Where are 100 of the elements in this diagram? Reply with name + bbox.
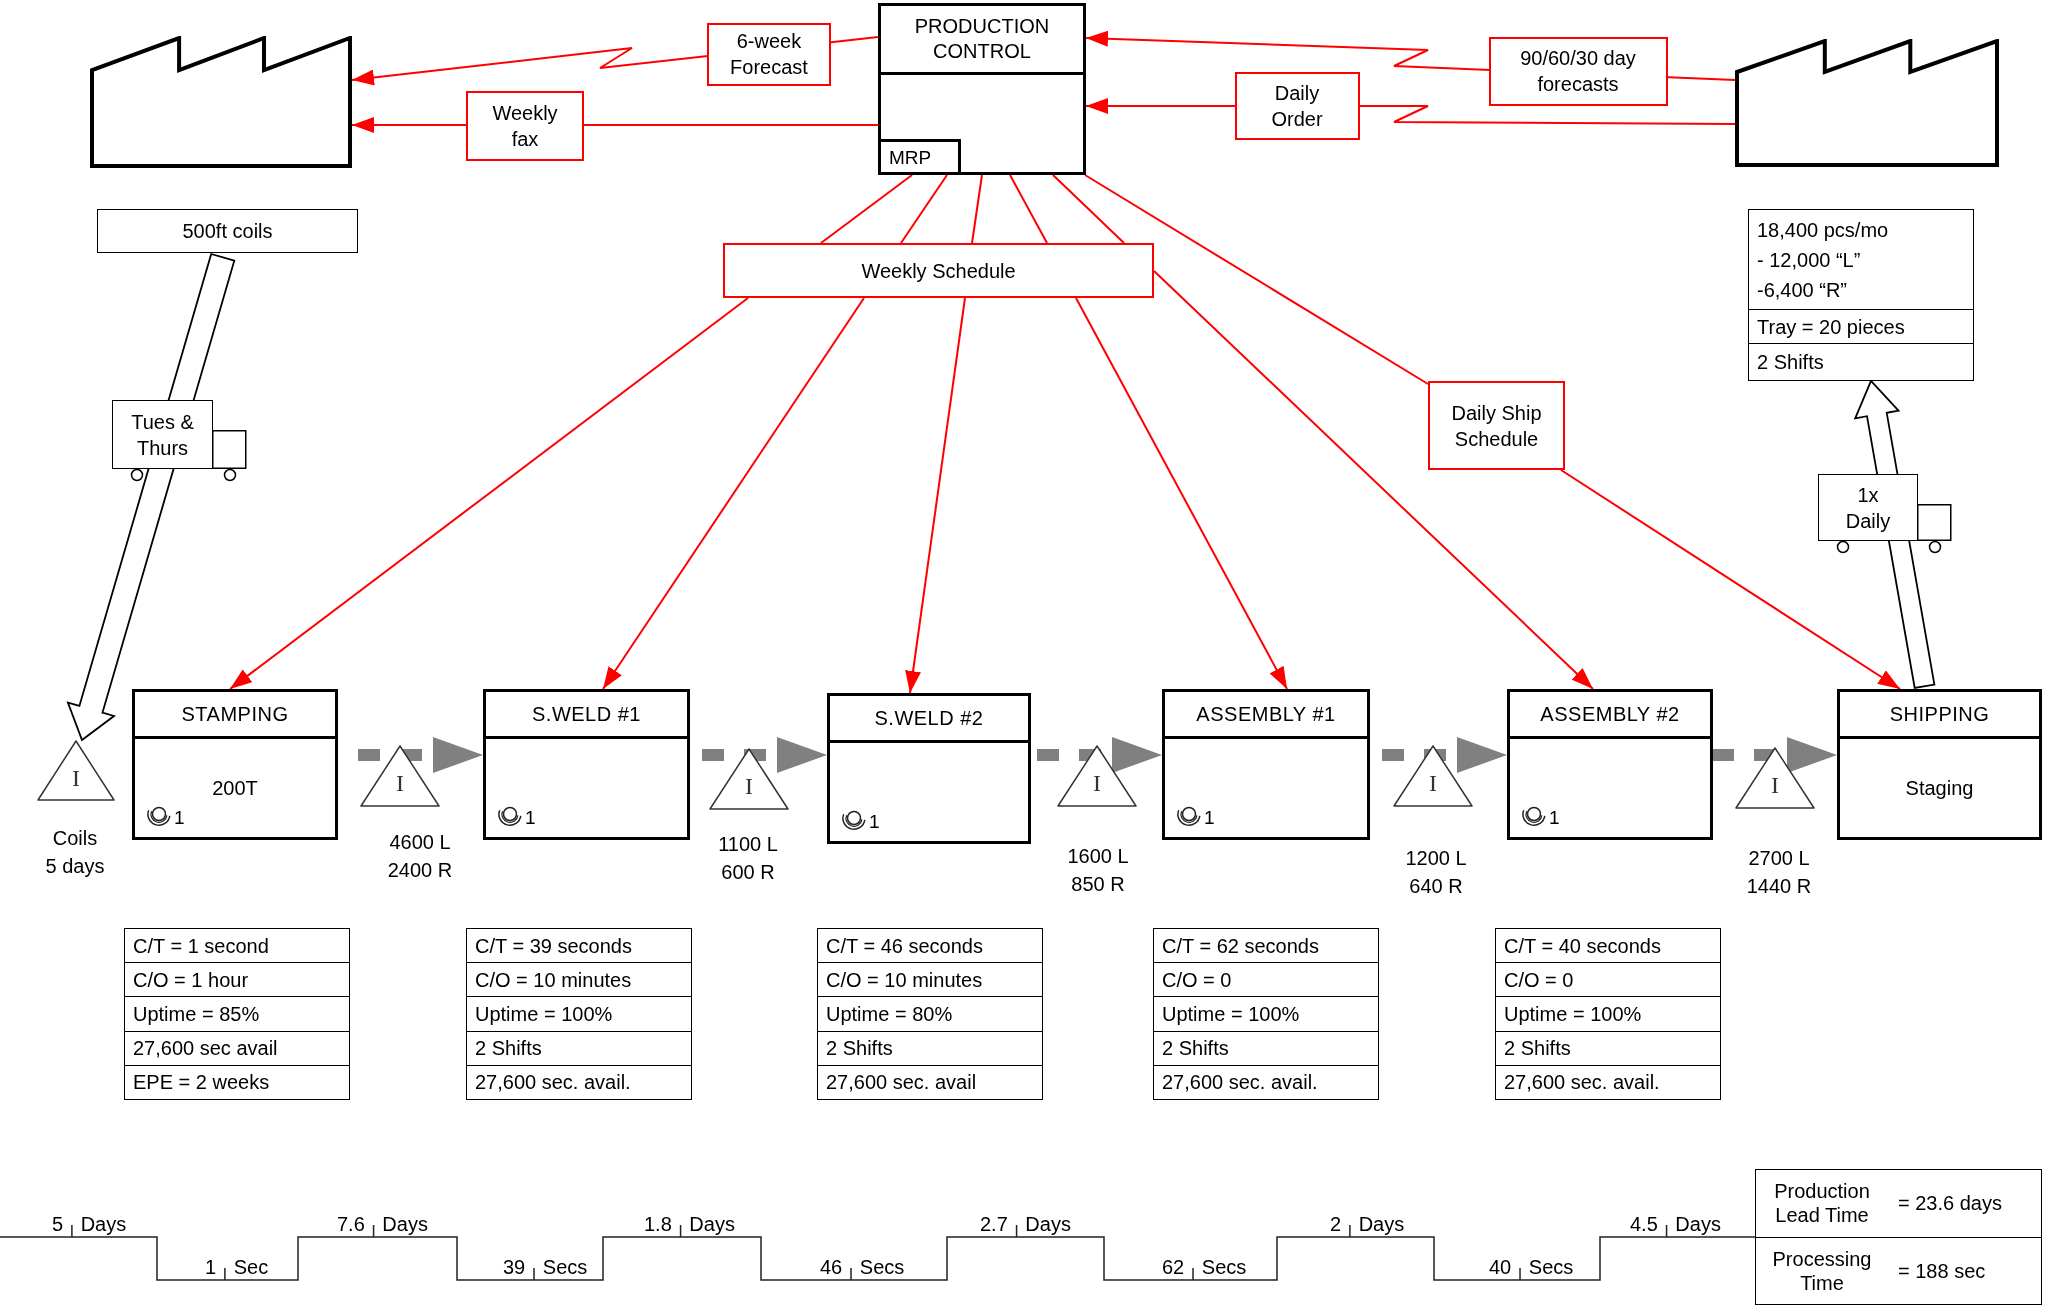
process-detail-text: Staging [1905,776,1974,801]
schedule-text: Daily Ship Schedule [1450,400,1543,452]
metric-text: 27,600 sec. avail. [1162,1070,1319,1096]
metric-text: 2 Shifts [1504,1036,1572,1062]
schedule-box [723,243,1154,298]
ship-schedule-box [1428,381,1565,470]
edge-label: 1x Daily [1818,474,1918,541]
process-title: STAMPING [135,692,335,739]
inventory-count-text: 2700 L 1440 R [1745,846,1813,899]
metric-label: Production Lead Time [1773,1179,1871,1228]
metric-text: Uptime = 85% [133,1002,261,1027]
process-data-box [124,928,350,1100]
process-box [132,689,338,840]
metric-text: Uptime = 100% [1504,1002,1643,1027]
connector-line [820,174,913,244]
metric-text: C/T = 1 second [133,933,270,959]
inventory-count-text: 1600 L 850 R [1066,844,1130,897]
inventory-letter: I [1429,771,1437,795]
connector-line [1084,174,1429,385]
process-box [1162,689,1370,840]
control-title: PRODUCTION CONTROL [881,6,1083,75]
operator-count: 1 [869,812,880,831]
metric-text: 27,600 sec avail [133,1036,279,1062]
mrp-tab [881,139,961,172]
metric-text: 27,600 sec. avail [826,1070,978,1096]
inventory-letter: I [1771,773,1779,797]
inventory-letter: I [72,766,80,790]
metric-text: Uptime = 80% [826,1002,954,1027]
timeline-value-text: 1 Sec [205,1256,269,1278]
metric-text: C/O = 0 [1504,967,1575,993]
process-data-box [1495,928,1721,1100]
metric-value: = 23.6 days [1897,1191,2003,1217]
inventory-count-text: 1200 L 640 R [1404,846,1468,899]
process-box [1507,689,1713,840]
arrow [1560,469,1901,690]
process-data-box [1153,928,1379,1100]
arrow [1153,270,1594,690]
metric-text: C/O = 0 [1162,967,1233,993]
tray-size-text: Tray = 20 pieces [1757,314,1906,340]
metric-text: C/O = 10 minutes [826,967,984,993]
demand-text: 18,400 pcs/mo [1757,217,1890,243]
metric-text: C/T = 46 seconds [826,933,984,959]
customer-data-box [1748,209,1974,381]
operator-count: 1 [1549,808,1560,827]
operator-count: 1 [1204,808,1215,827]
edge-label: Weekly fax [466,91,584,161]
inventory-letter: I [1093,771,1101,795]
timeline-value-text: 40 Secs [1489,1256,1574,1278]
arrow [229,297,749,690]
process-detail-text: 200T [212,776,258,801]
connector-line [1052,174,1125,244]
timeline-value-text: 5 Days [52,1213,127,1235]
metric-text: 2 Shifts [826,1036,894,1062]
timeline-value-text: 7.6 Days [337,1213,428,1235]
metric-text: 27,600 sec. avail. [1504,1070,1661,1096]
coil-length-text: 500ft coils [182,219,273,244]
process-data-box [817,928,1043,1100]
metric-text: 27,600 sec. avail. [475,1070,632,1096]
inventory-count-text: 1100 L 600 R [717,832,779,885]
timeline-value-text: 1.8 Days [644,1213,735,1235]
metric-text: Uptime = 100% [1162,1002,1301,1027]
lead-time-summary-box [1755,1169,2042,1305]
process-title: ASSEMBLY #1 [1165,692,1367,739]
supplier-data-box [97,209,358,253]
metric-text: 2 Shifts [475,1036,543,1062]
timeline-value-text: 4.5 Days [1630,1213,1721,1235]
metric-text: C/T = 40 seconds [1504,933,1662,959]
process-data-box [466,928,692,1100]
operator-count: 1 [525,808,536,827]
arrow [602,297,865,690]
timeline-value-text: 62 Secs [1162,1256,1247,1278]
timeline-value-text: 39 Secs [503,1256,588,1278]
edge-label: 90/60/30 day forecasts [1488,36,1668,106]
inventory-letter: I [745,774,753,798]
control-box [878,3,1086,175]
metric-text: C/T = 39 seconds [475,933,633,959]
edge-label: 6-week Forecast [707,22,831,86]
process-title: S.WELD #2 [830,696,1028,743]
inventory-count-text: 4600 L 2400 R [386,830,454,883]
connector-line [900,174,948,244]
inventory-count-text: Coils 5 days [45,826,105,879]
metric-text: EPE = 2 weeks [133,1070,271,1096]
arrow [1075,297,1288,690]
mrp-text: MRP [889,147,932,167]
connector-line [971,174,983,244]
metric-text: C/O = 1 hour [133,967,250,993]
connector-line [1009,174,1048,244]
metric-text: C/T = 62 seconds [1162,933,1320,959]
metric-text: Uptime = 100% [475,1002,614,1027]
schedule-text: Weekly Schedule [861,258,1016,284]
process-title: ASSEMBLY #2 [1510,692,1710,739]
metric-text: 2 Shifts [1162,1036,1230,1062]
arrow [905,297,966,694]
inventory-letter: I [396,771,404,795]
shift-count-text: 2 Shifts [1757,349,1825,375]
timeline-value-text: 2 Days [1330,1213,1405,1235]
edge-label: Daily Order [1234,72,1360,140]
demand-text: -6,400 “R” [1757,277,1849,303]
process-box [827,693,1031,844]
timeline-value-text: 2.7 Days [980,1213,1071,1235]
